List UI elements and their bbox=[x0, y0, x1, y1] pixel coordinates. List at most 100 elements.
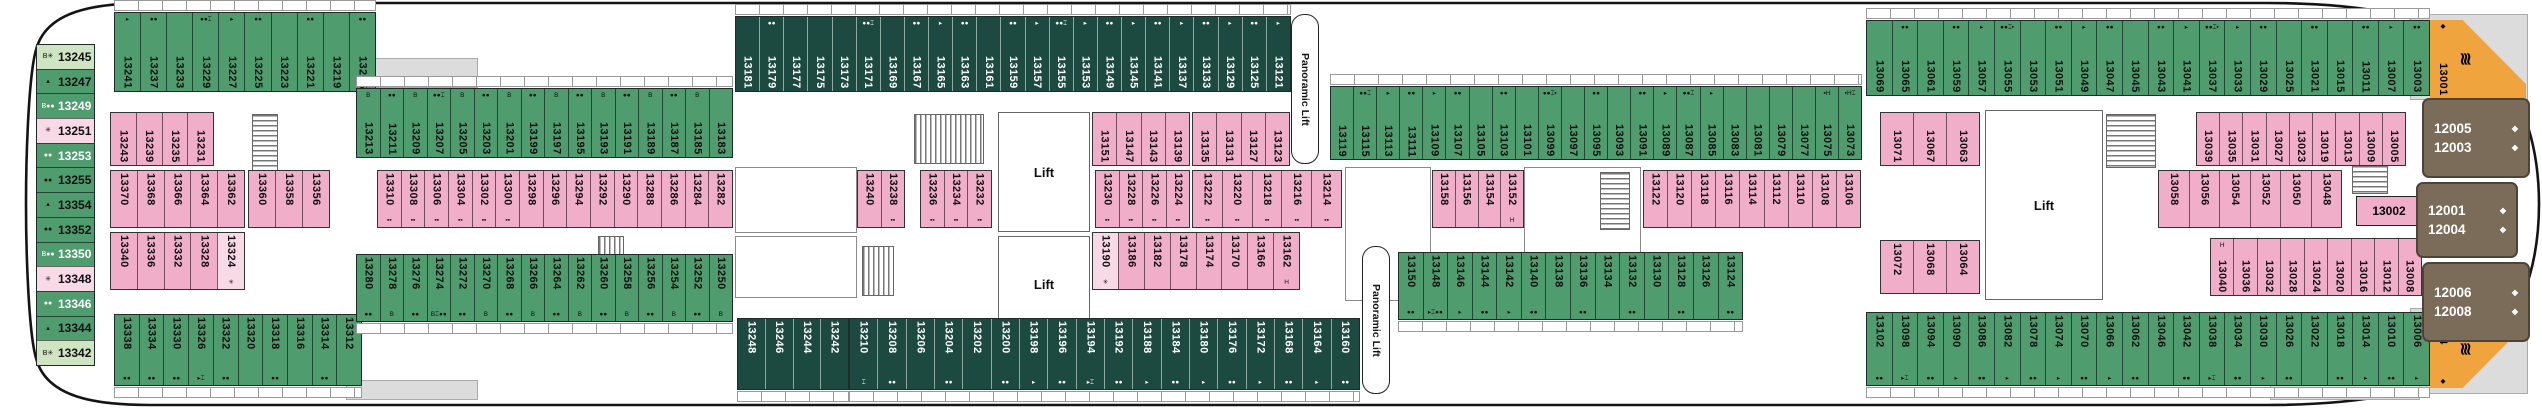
cabin-13127[interactable]: 13127 bbox=[1240, 113, 1265, 165]
cabin-13232[interactable]: 13232▪▪ bbox=[967, 171, 991, 227]
cabin-13107[interactable]: ●●13107 bbox=[1445, 87, 1468, 159]
cabin-13041[interactable]: ▸13041 bbox=[2173, 21, 2199, 95]
cabin-13078[interactable]: 13078●● bbox=[2019, 313, 2046, 385]
cabin-13181[interactable]: 13181 bbox=[736, 17, 759, 91]
cabin-13066[interactable]: 13066▸ bbox=[2096, 313, 2122, 385]
cabin-13296[interactable]: 13296 bbox=[542, 171, 567, 227]
cabin-13141[interactable]: ●●13141 bbox=[1145, 17, 1169, 91]
cabin-13184[interactable]: 13184●● bbox=[1160, 319, 1189, 389]
cabin-13350[interactable]: B●●13350 bbox=[37, 241, 94, 267]
cabin-13109[interactable]: ▸13109 bbox=[1422, 87, 1445, 159]
cabin-13314[interactable]: 13314●● bbox=[311, 315, 337, 385]
cabin-13158[interactable]: 13158 bbox=[1433, 171, 1455, 227]
cabin-13302[interactable]: 13302▪▪ bbox=[471, 171, 496, 227]
cabin-13165[interactable]: ▸13165 bbox=[928, 17, 952, 91]
cabin-13139[interactable]: 13139 bbox=[1164, 113, 1189, 165]
cabin-13125[interactable]: ●●13125 bbox=[1241, 17, 1266, 91]
cabin-13200[interactable]: 13200●● bbox=[990, 319, 1019, 389]
cabin-13306[interactable]: 13306▪▪ bbox=[424, 171, 448, 227]
cabin-13114[interactable]: 13114 bbox=[1739, 171, 1763, 227]
cabin-13106[interactable]: 13106 bbox=[1835, 171, 1860, 227]
cabin-13145[interactable]: ▸13145 bbox=[1121, 17, 1145, 91]
cabin-13063[interactable]: 13063 bbox=[1946, 113, 1979, 165]
cabin-13298[interactable]: 13298 bbox=[519, 171, 543, 227]
cabin-13214[interactable]: 13214▪▪ bbox=[1311, 171, 1341, 227]
cabin-13228[interactable]: 13228▪▪ bbox=[1118, 171, 1143, 227]
cabin-13223[interactable]: 13223 bbox=[270, 13, 297, 91]
cabin-13034[interactable]: 13034●● bbox=[2224, 313, 2250, 385]
cabin-13247[interactable]: ▴13247 bbox=[37, 68, 94, 94]
cabin-13102[interactable]: 13102●● bbox=[1867, 313, 1892, 385]
cabin-13348[interactable]: ✳13348 bbox=[37, 266, 94, 291]
cabin-13179[interactable]: ●●13179 bbox=[759, 17, 783, 91]
cabin-13253[interactable]: ●●13253 bbox=[37, 142, 94, 168]
cabin-13126[interactable]: 13126 bbox=[1692, 253, 1718, 319]
cabin-13300[interactable]: 13300▪▪ bbox=[495, 171, 519, 227]
cabin-13208[interactable]: 13208●● bbox=[877, 319, 905, 389]
cabin-12005[interactable]: 12005◆ bbox=[2426, 121, 2526, 136]
cabin-13120[interactable]: 13120 bbox=[1667, 171, 1691, 227]
cabin-13135[interactable]: 13135 bbox=[1193, 113, 1216, 165]
cabin-13245[interactable]: B✳13245 bbox=[37, 45, 94, 69]
cabin-13103[interactable]: ●●13103 bbox=[1491, 87, 1515, 159]
cabin-12006[interactable]: 12006◆ bbox=[2426, 285, 2526, 300]
cabin-13224[interactable]: 13224▪▪ bbox=[1165, 171, 1190, 227]
cabin-13235[interactable]: 13235 bbox=[161, 113, 188, 165]
cabin-13025[interactable]: 13025 bbox=[2275, 21, 2302, 95]
cabin-13058[interactable]: 13058 bbox=[2159, 171, 2189, 227]
cabin-13330[interactable]: 13330●● bbox=[163, 315, 188, 385]
cabin-13097[interactable]: 13097 bbox=[1560, 87, 1584, 159]
cabin-13227[interactable]: ▸13227 bbox=[218, 13, 244, 91]
cabin-13216[interactable]: 13216▪▪ bbox=[1281, 171, 1311, 227]
cabin-13236[interactable]: 13236▪▪ bbox=[921, 171, 944, 227]
cabin-13070[interactable]: 13070●● bbox=[2070, 313, 2097, 385]
cabin-13111[interactable]: ●●13111 bbox=[1399, 87, 1422, 159]
cabin-13192[interactable]: 13192●● bbox=[1103, 319, 1132, 389]
cabin-13035[interactable]: 13035 bbox=[2219, 113, 2242, 165]
cabin-13370[interactable]: 13370 bbox=[111, 171, 137, 227]
cabin-13131[interactable]: 13131 bbox=[1216, 113, 1240, 165]
cabin-13332[interactable]: 13332 bbox=[163, 233, 191, 289]
cabin-13268[interactable]: 13268●● bbox=[497, 255, 521, 321]
cabin-13316[interactable]: 13316 bbox=[286, 315, 312, 385]
cabin-13182[interactable]: 13182 bbox=[1143, 233, 1170, 289]
cabin-13360[interactable]: 13360 bbox=[249, 171, 275, 227]
cabin-12004[interactable]: 12004◆ bbox=[2420, 222, 2514, 237]
cabin-13328[interactable]: 13328 bbox=[190, 233, 217, 289]
cabin-13033[interactable]: ▸13033 bbox=[2224, 21, 2250, 95]
cabin-13055[interactable]: ●●⌶▸13055 bbox=[1993, 21, 2020, 95]
cabin-13231[interactable]: 13231 bbox=[187, 113, 213, 165]
cabin-13140[interactable]: 13140●● bbox=[1520, 253, 1546, 319]
cabin-13071[interactable]: 13071 bbox=[1881, 113, 1913, 165]
cabin-13156[interactable]: 13156 bbox=[1454, 171, 1478, 227]
cabin-13191[interactable]: ●●13191 bbox=[614, 89, 639, 157]
cabin-13136[interactable]: 13136●● bbox=[1570, 253, 1595, 319]
cabin-12001[interactable]: 12001◆ bbox=[2420, 203, 2514, 218]
cabin-13046[interactable]: 13046 bbox=[2147, 313, 2174, 385]
cabin-13196[interactable]: 13196●● bbox=[1047, 319, 1075, 389]
cabin-13115[interactable]: ●●⌶13115 bbox=[1353, 87, 1376, 159]
cabin-13013[interactable]: 13013 bbox=[2335, 113, 2358, 165]
cabin-13358[interactable]: 13358 bbox=[275, 171, 302, 227]
cabin-13176[interactable]: 13176●● bbox=[1217, 319, 1245, 389]
cabin-13045[interactable]: 13045 bbox=[2121, 21, 2148, 95]
cabin-13002[interactable]: 13002 bbox=[2356, 196, 2422, 226]
cabin-13239[interactable]: 13239 bbox=[135, 113, 162, 165]
cabin-13233[interactable]: 13233 bbox=[166, 13, 192, 91]
cabin-13312[interactable]: 13312 bbox=[336, 315, 361, 385]
cabin-13310[interactable]: 13310▪▪ bbox=[378, 171, 401, 227]
cabin-13178[interactable]: 13178 bbox=[1169, 233, 1196, 289]
cabin-13294[interactable]: 13294 bbox=[566, 171, 590, 227]
cabin-13150[interactable]: 13150●● bbox=[1399, 253, 1423, 319]
cabin-13049[interactable]: ▸13049 bbox=[2070, 21, 2097, 95]
cabin-13149[interactable]: ●●13149 bbox=[1096, 17, 1121, 91]
cabin-13243[interactable]: 13243 bbox=[111, 113, 136, 165]
cabin-13292[interactable]: 13292 bbox=[590, 171, 614, 227]
cabin-13288[interactable]: 13288 bbox=[637, 171, 661, 227]
cabin-13101[interactable]: 13101 bbox=[1514, 87, 1538, 159]
cabin-13161[interactable]: 13161 bbox=[976, 17, 1000, 91]
